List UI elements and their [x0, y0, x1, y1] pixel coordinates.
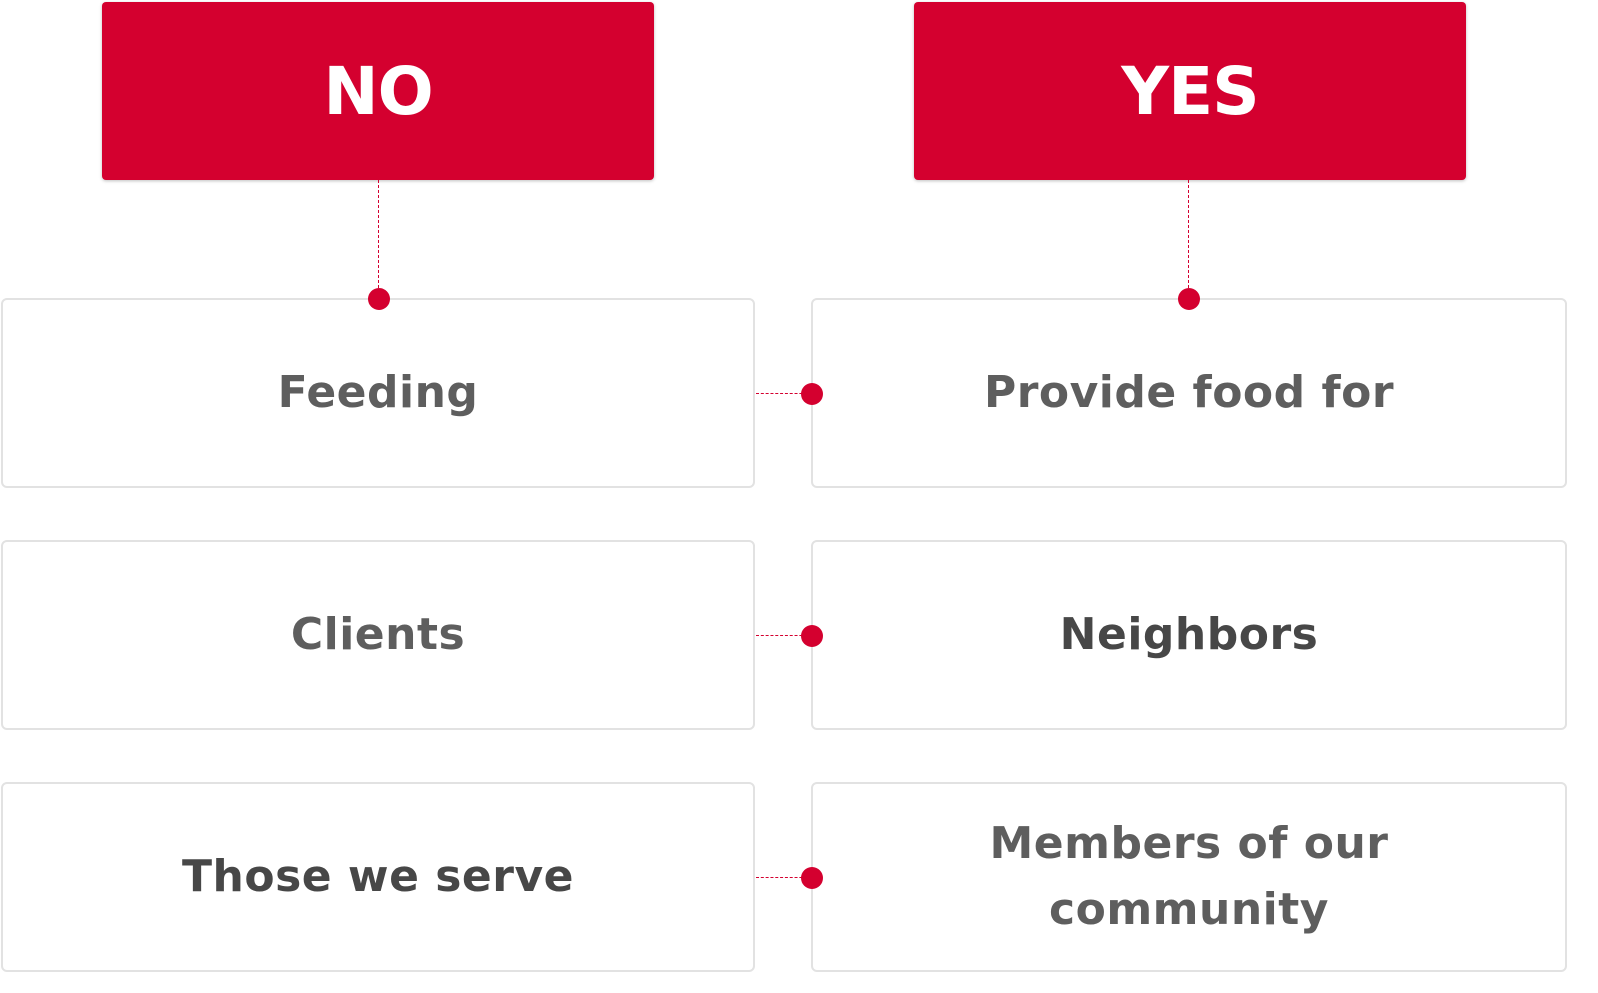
no-card-feeding: Feeding	[1, 298, 755, 488]
no-card-those-we-serve: Those we serve	[1, 782, 755, 972]
yes-header: YES	[914, 2, 1466, 180]
row-3-connector	[756, 877, 812, 878]
yes-card-label: Members of our community	[989, 818, 1389, 935]
no-header: NO	[102, 2, 654, 180]
row-1-connector	[756, 393, 812, 394]
yes-card-neighbors: Neighbors	[811, 540, 1567, 730]
yes-card-members-of-our-community: Members of our community	[811, 782, 1567, 972]
no-card-label: Clients	[290, 609, 466, 660]
row-1-dot	[801, 383, 823, 405]
no-card-label: Feeding	[277, 367, 479, 418]
yes-header-label: YES	[1121, 52, 1259, 130]
no-card-label: Those we serve	[182, 851, 574, 902]
yes-card-label: Neighbors	[1059, 609, 1319, 660]
no-header-connector	[378, 180, 379, 298]
yes-header-connector	[1188, 180, 1189, 298]
row-3-dot	[801, 867, 823, 889]
no-header-dot	[368, 288, 390, 310]
yes-card-label: Provide food for	[983, 367, 1395, 418]
no-card-clients: Clients	[1, 540, 755, 730]
yes-card-provide-food-for: Provide food for	[811, 298, 1567, 488]
row-2-connector	[756, 635, 812, 636]
no-header-label: NO	[323, 52, 433, 130]
yes-header-dot	[1178, 288, 1200, 310]
row-2-dot	[801, 625, 823, 647]
